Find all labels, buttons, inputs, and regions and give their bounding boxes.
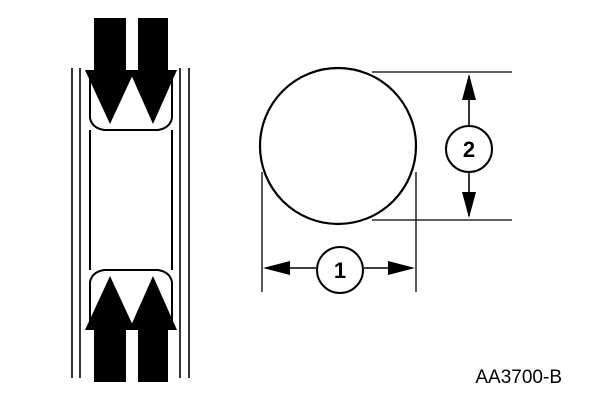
dimension-1: 1 <box>263 246 415 294</box>
callout-1-circle <box>316 246 364 294</box>
press-arrow-bottom-left <box>85 276 135 382</box>
callout-2-circle <box>445 125 493 173</box>
callout-2-label: 2 <box>463 137 475 162</box>
arrowhead-left <box>263 261 290 275</box>
press-arrow-top-right <box>129 18 177 124</box>
callout-1-label: 1 <box>334 258 346 283</box>
arrowhead-down <box>462 192 476 218</box>
press-arrow-top-left <box>85 18 135 124</box>
compressed-body-outline <box>89 70 173 131</box>
figure-id: AA3700-B <box>475 367 562 388</box>
measured-circle <box>258 66 418 226</box>
side-view <box>71 18 190 382</box>
dimension-2: 2 <box>445 74 493 218</box>
press-arrow-bottom-right <box>129 276 177 382</box>
end-view: 1 2 <box>258 66 512 294</box>
arrowhead-up <box>462 74 476 100</box>
arrowhead-right <box>388 261 415 275</box>
compressed-body-bottom <box>89 269 173 330</box>
